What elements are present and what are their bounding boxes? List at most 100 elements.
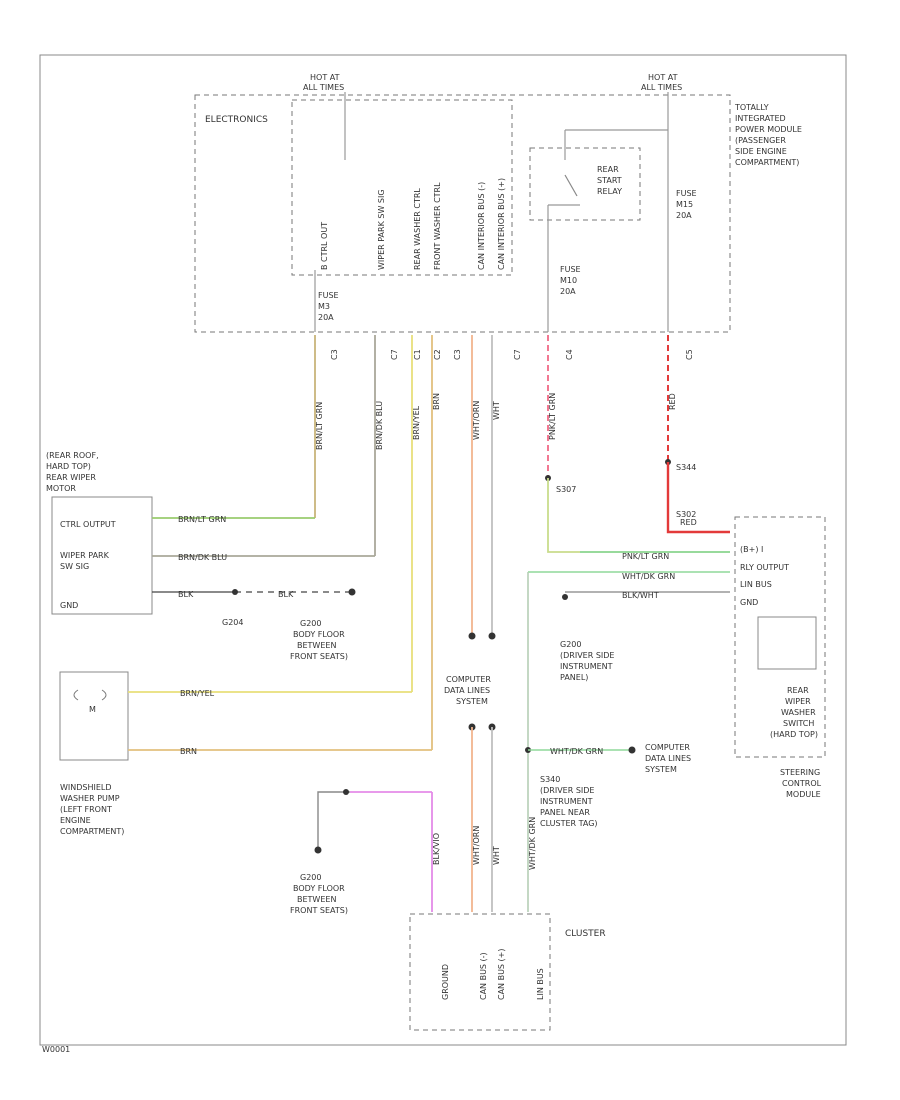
g200-bottom-label: G200 BODY FLOOR BETWEEN FRONT SEATS) — [290, 873, 348, 915]
diagram-frame — [39, 54, 847, 1046]
cluster-label: CLUSTER — [565, 929, 606, 939]
fuse-b-label: FUSE M15 20A — [676, 189, 697, 220]
steering-module-label: STEERING CONTROL MODULE — [780, 768, 822, 799]
svg-text:BETWEEN: BETWEEN — [297, 641, 336, 650]
svg-text:BETWEEN: BETWEEN — [297, 895, 336, 904]
svg-text:CONTROL: CONTROL — [782, 779, 822, 788]
svg-text:WINDSHIELD: WINDSHIELD — [60, 783, 112, 792]
washer-pump-label: WINDSHIELD WASHER PUMP (LEFT FRONT ENGIN… — [60, 783, 124, 836]
svg-text:LIN BUS: LIN BUS — [536, 968, 545, 1000]
svg-text:RLY OUTPUT: RLY OUTPUT — [740, 563, 789, 572]
svg-text:M10: M10 — [560, 276, 577, 285]
svg-text:S344: S344 — [676, 463, 696, 472]
svg-text:C5: C5 — [685, 349, 694, 360]
washer-pump-box — [59, 671, 129, 761]
svg-text:BRN/YEL: BRN/YEL — [180, 689, 215, 698]
svg-text:(PASSENGER: (PASSENGER — [735, 136, 786, 145]
svg-text:BRN: BRN — [180, 747, 197, 756]
svg-text:C7: C7 — [513, 349, 522, 360]
washer-pump-symbol: M — [89, 705, 96, 714]
svg-text:SYSTEM: SYSTEM — [645, 765, 677, 774]
svg-text:PANEL): PANEL) — [560, 673, 588, 682]
rear-wiper-motor-pins: CTRL OUTPUT WIPER PARK SW SIG GND — [60, 520, 116, 610]
svg-text:(B+) I: (B+) I — [740, 545, 763, 554]
svg-text:INSTRUMENT: INSTRUMENT — [540, 797, 593, 806]
splice-labels: S307 S344 S302 — [556, 463, 696, 519]
svg-text:(REAR ROOF,: (REAR ROOF, — [46, 451, 99, 460]
svg-text:(DRIVER SIDE: (DRIVER SIDE — [560, 651, 614, 660]
svg-text:WHT: WHT — [492, 846, 501, 865]
svg-text:REAR WIPER: REAR WIPER — [46, 473, 96, 482]
svg-text:CAN INTERIOR BUS (-): CAN INTERIOR BUS (-) — [477, 182, 486, 270]
svg-text:TOTALLY: TOTALLY — [734, 103, 769, 112]
svg-text:WIPER: WIPER — [785, 697, 811, 706]
rear-start-relay-label: REAR START RELAY — [597, 165, 622, 196]
svg-text:20A: 20A — [318, 313, 334, 322]
svg-text:S302: S302 — [676, 510, 696, 519]
svg-text:G200: G200 — [560, 640, 581, 649]
svg-text:HARD TOP): HARD TOP) — [46, 462, 91, 471]
svg-text:WASHER: WASHER — [781, 708, 816, 717]
svg-text:GND: GND — [740, 598, 758, 607]
svg-text:STEERING: STEERING — [780, 768, 820, 777]
svg-text:REAR: REAR — [787, 686, 809, 695]
svg-text:WIPER PARK SW SIG: WIPER PARK SW SIG — [377, 189, 386, 270]
svg-text:20A: 20A — [676, 211, 692, 220]
svg-text:CTRL OUTPUT: CTRL OUTPUT — [60, 520, 116, 529]
svg-text:CAN INTERIOR BUS (+): CAN INTERIOR BUS (+) — [497, 178, 506, 270]
rear-wiper-wire-labels: BRN/LT GRN BRN/DK BLU BLK BLK — [178, 515, 294, 599]
svg-text:CLUSTER TAG): CLUSTER TAG) — [540, 819, 598, 828]
svg-text:BLK: BLK — [278, 590, 294, 599]
svg-text:PNK/LT GRN: PNK/LT GRN — [548, 393, 557, 440]
svg-text:G200: G200 — [300, 873, 321, 882]
svg-text:PNK/LT GRN: PNK/LT GRN — [622, 552, 669, 561]
svg-text:MODULE: MODULE — [786, 790, 821, 799]
svg-text:SWITCH: SWITCH — [783, 719, 814, 728]
svg-text:INTEGRATED: INTEGRATED — [735, 114, 786, 123]
svg-text:G200: G200 — [300, 619, 321, 628]
computer-data-right-label: COMPUTER DATA LINES SYSTEM — [645, 743, 691, 774]
s340-label: S340 (DRIVER SIDE INSTRUMENT PANEL NEAR … — [540, 775, 598, 828]
rear-wiper-motor-label: (REAR ROOF, HARD TOP) REAR WIPER MOTOR — [46, 451, 99, 493]
svg-text:BRN/YEL: BRN/YEL — [412, 405, 421, 440]
computer-data-center-label: COMPUTER DATA LINES SYSTEM — [444, 675, 491, 706]
svg-text:C3: C3 — [453, 349, 462, 360]
steering-module-box — [734, 516, 826, 758]
svg-text:RELAY: RELAY — [597, 187, 622, 196]
svg-text:(LEFT FRONT: (LEFT FRONT — [60, 805, 112, 814]
tipm-box — [194, 94, 731, 333]
svg-text:CAN BUS (-): CAN BUS (-) — [479, 952, 488, 1000]
svg-text:COMPUTER: COMPUTER — [446, 675, 491, 684]
svg-text:START: START — [597, 176, 622, 185]
svg-text:BODY FLOOR: BODY FLOOR — [293, 884, 345, 893]
svg-text:PANEL NEAR: PANEL NEAR — [540, 808, 590, 817]
svg-text:WIPER PARK: WIPER PARK — [60, 551, 110, 560]
svg-text:WHT: WHT — [492, 401, 501, 420]
svg-text:C3: C3 — [330, 349, 339, 360]
svg-text:FRONT SEATS): FRONT SEATS) — [290, 652, 348, 661]
fuse-c-label: FUSE M3 20A — [318, 291, 339, 322]
module-wire-labels: BRN/LT GRN BRN/DK BLU BRN/YEL BRN WHT/OR… — [315, 393, 677, 450]
svg-text:B CTRL OUT: B CTRL OUT — [320, 222, 329, 270]
wht-dk-grn-label: WHT/DK GRN — [550, 747, 603, 756]
svg-text:WHT/DK GRN: WHT/DK GRN — [528, 817, 537, 870]
svg-text:COMPARTMENT): COMPARTMENT) — [60, 827, 124, 836]
washer-wire-labels: BRN/YEL BRN — [180, 689, 215, 756]
svg-text:S340: S340 — [540, 775, 560, 784]
svg-text:BODY FLOOR: BODY FLOOR — [293, 630, 345, 639]
tipm-label: TOTALLY INTEGRATED POWER MODULE (PASSENG… — [734, 103, 802, 167]
svg-text:C1: C1 — [413, 349, 422, 360]
steering-pin-labels: (B+) I RLY OUTPUT LIN BUS GND — [740, 545, 789, 607]
hot-left-2: ALL TIMES — [303, 83, 344, 92]
svg-text:LIN BUS: LIN BUS — [740, 580, 772, 589]
svg-text:WHT/ORN: WHT/ORN — [472, 401, 481, 440]
svg-text:WHT/DK GRN: WHT/DK GRN — [622, 572, 675, 581]
cluster-box — [409, 913, 551, 1031]
svg-text:MOTOR: MOTOR — [46, 484, 76, 493]
svg-text:ENGINE: ENGINE — [60, 816, 91, 825]
cluster-wire-labels: BLK/VIO WHT/ORN WHT WHT/DK GRN — [432, 817, 537, 870]
svg-text:INSTRUMENT: INSTRUMENT — [560, 662, 613, 671]
svg-text:GND: GND — [60, 601, 78, 610]
hot-left-1: HOT AT — [310, 73, 340, 82]
